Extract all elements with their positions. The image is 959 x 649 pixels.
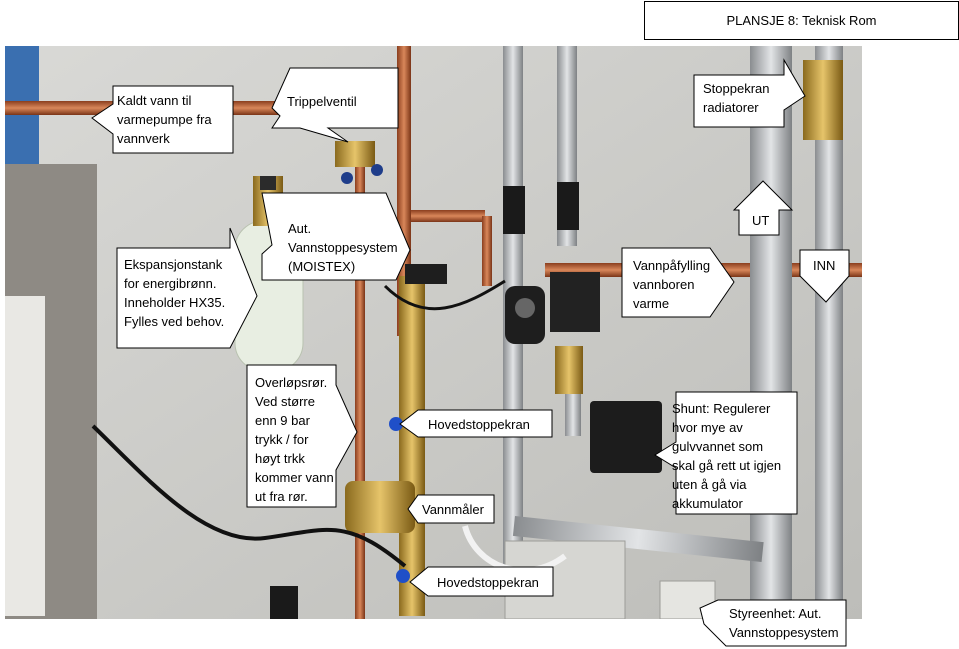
radiator-out-pipe <box>750 46 792 619</box>
expansion-tank-callout-shape <box>116 227 258 349</box>
pump-cable <box>383 279 506 311</box>
circulation-pump-box <box>550 272 600 332</box>
insulation-collar-2 <box>557 182 579 230</box>
shunt-actuator <box>590 401 662 473</box>
in-label: INN <box>813 258 836 273</box>
main-stop-valve-2-callout-shape <box>409 566 554 597</box>
overflow-pipe <box>355 156 365 619</box>
radiator-in-pipe <box>815 46 843 619</box>
overflow-callout-shape <box>246 364 358 508</box>
triple-valve-callout-shape <box>271 67 399 143</box>
out-arrow <box>732 180 794 236</box>
main-stop-valve-handle-1 <box>389 417 403 431</box>
water-fill-callout-shape <box>621 247 735 318</box>
control-unit-callout-shape <box>699 599 847 647</box>
out-label: UT <box>752 213 770 228</box>
copper-drop <box>482 216 492 286</box>
stop-valve-radiators-label: Stoppekran radiatorer <box>703 81 770 115</box>
expansion-tank-label: Ekspansjonstank for energibrønn. Innehol… <box>124 257 226 329</box>
water-meter-label: Vannmåler <box>422 502 484 517</box>
cold-water-callout-shape <box>91 85 234 154</box>
moistex-callout-shape <box>261 192 411 281</box>
copper-branch <box>405 210 485 222</box>
triple-valve-handle-1 <box>341 172 353 184</box>
shunt-label: Shunt: Regulerer hvor mye av gulvvannet … <box>672 401 782 511</box>
auto-water-stop-label: Aut. Vannstoppesystem (MOISTEX) <box>288 221 398 274</box>
water-fill-label: Vannpåfylling vannboren varme <box>633 258 711 311</box>
cold-water-label: Kaldt vann til varmepumpe fra vannverk <box>117 93 212 146</box>
main-stop-valve-handle-2 <box>396 569 410 583</box>
control-unit-label: Styreenhet: Aut. Vannstoppesystem <box>729 606 839 640</box>
black-base <box>270 586 298 619</box>
water-meter <box>345 481 415 533</box>
triple-valve-label: Trippelventil <box>287 94 357 109</box>
main-water-line <box>399 276 425 616</box>
moistex-valve <box>405 264 447 284</box>
stop-valve-callout-shape <box>693 58 806 128</box>
cabinet-door <box>5 296 45 616</box>
pump-dial <box>515 298 535 318</box>
shunt-callout-shape <box>654 391 798 515</box>
water-meter-callout-shape <box>407 494 495 524</box>
triple-valve-handle-2 <box>371 164 383 176</box>
page-title: PLANSJE 8: Teknisk Rom <box>644 1 959 40</box>
steel-return-pipe <box>512 516 764 563</box>
radiator-stop-valve <box>803 60 843 140</box>
tank-cap <box>260 176 276 190</box>
in-arrow <box>799 249 850 303</box>
main-stop-valve-2-label: Hovedstoppekran <box>437 575 539 590</box>
main-stop-valve-1-label: Hovedstoppekran <box>428 417 530 432</box>
main-stop-valve-1-callout-shape <box>399 409 553 438</box>
insulation-collar-1 <box>503 186 525 234</box>
pump-brass-fitting <box>555 346 583 394</box>
triple-valve-body <box>335 141 375 167</box>
overflow-pipe-label: Overløpsrør. Ved større enn 9 bar trykk … <box>255 375 334 504</box>
black-cable <box>91 424 407 568</box>
